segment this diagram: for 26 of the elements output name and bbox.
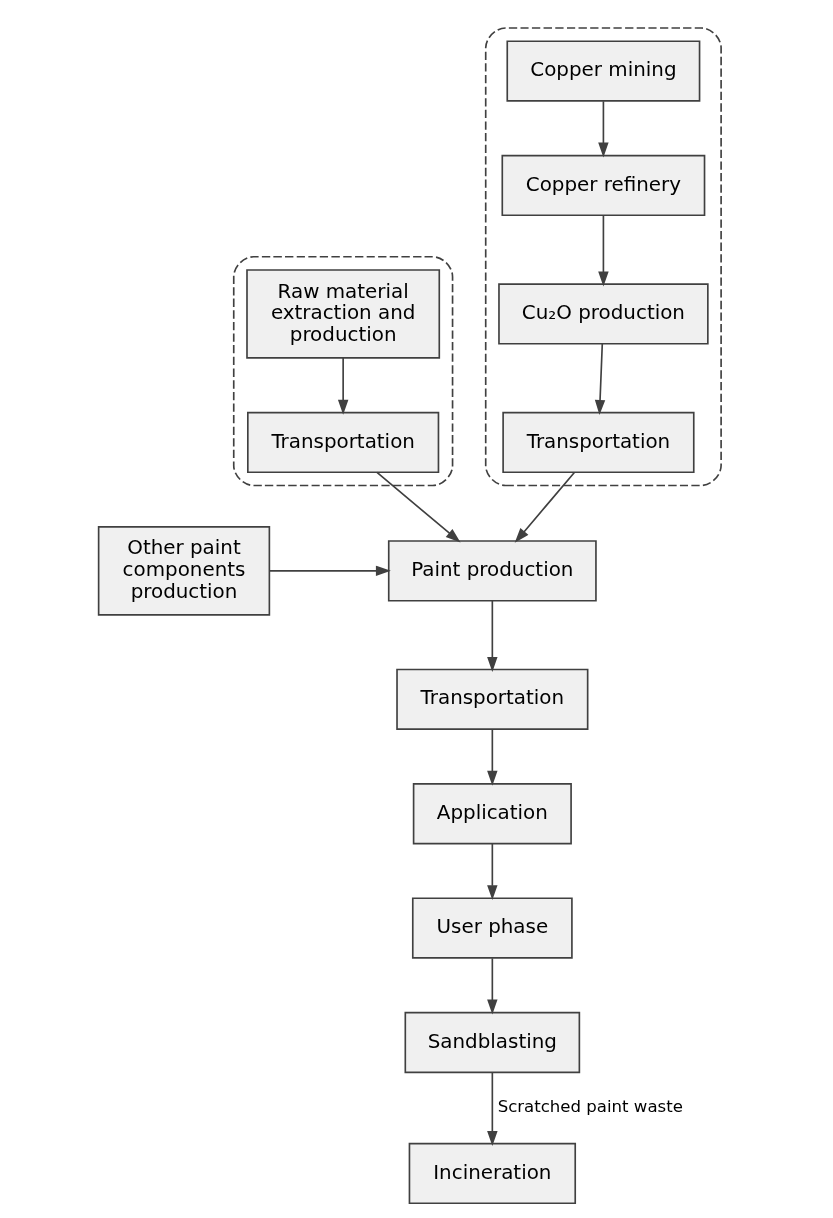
arrow: [594, 343, 606, 415]
arrow: [487, 728, 498, 786]
edge-label: Scratched paint waste: [497, 1097, 683, 1117]
node-box: Paint production: [387, 540, 597, 602]
node-box: Sandblasting: [404, 1011, 581, 1074]
arrow: [487, 843, 498, 901]
arrow: [337, 357, 349, 415]
arrow: [598, 100, 609, 158]
cluster: [484, 27, 722, 487]
node-box: Other paint components production: [97, 526, 271, 616]
node-box: Raw material extraction and production: [246, 269, 441, 359]
node-box: Incineration: [408, 1142, 577, 1205]
node-box: Transportation: [396, 668, 589, 731]
arrow: [268, 565, 391, 577]
node-box: Transportation: [247, 411, 440, 474]
node-box: Copper refinery: [501, 154, 706, 217]
node-box: Transportation: [502, 411, 695, 474]
node-box: Cu₂O production: [498, 283, 709, 345]
arrow: [487, 1071, 498, 1147]
arrow: [487, 600, 498, 672]
node-box: User phase: [411, 897, 573, 959]
arrow: [487, 957, 498, 1015]
cluster: [232, 255, 454, 487]
node-box: Copper mining: [506, 40, 701, 102]
node-box: Application: [412, 783, 572, 845]
arrow: [598, 214, 609, 287]
